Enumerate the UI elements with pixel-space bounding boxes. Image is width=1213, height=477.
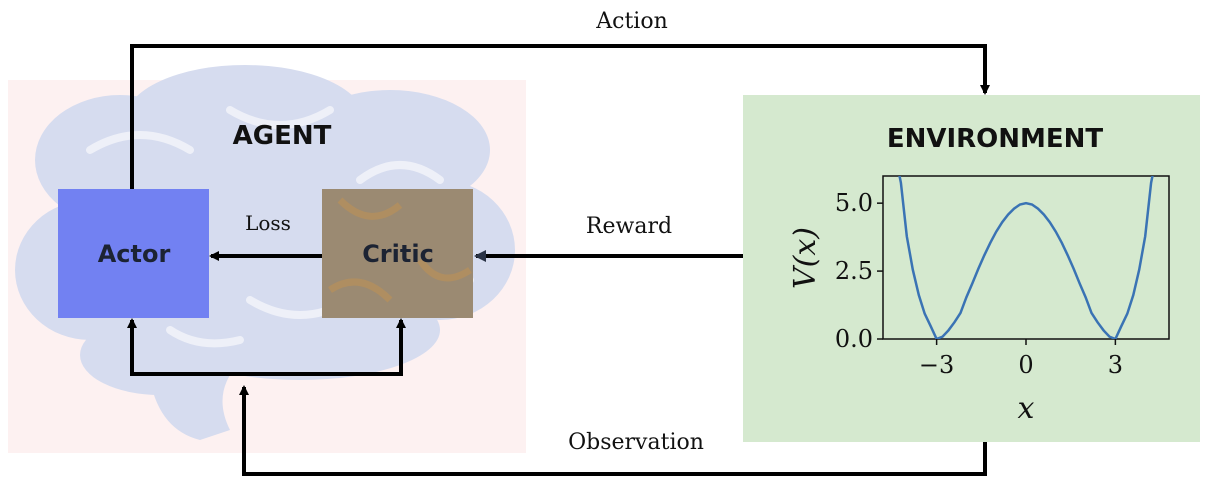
agent-title: AGENT — [233, 121, 332, 151]
reward-label: Reward — [586, 214, 672, 239]
observation-bus — [130, 322, 403, 376]
actor-box — [58, 189, 209, 318]
x-tick-label: −3 — [919, 351, 954, 379]
x-tick-label: 0 — [1018, 351, 1033, 379]
potential-plot: 0.0 2.5 5.0 −3 0 3 V(x) x — [788, 175, 1170, 426]
observation-label: Observation — [568, 430, 704, 455]
x-tick-label: 3 — [1108, 351, 1123, 379]
loss-label: Loss — [245, 211, 291, 235]
critic-brain-overlay-icon — [328, 197, 472, 303]
action-label: Action — [595, 9, 668, 34]
y-axis-label: V(x) — [788, 227, 823, 289]
y-tick-label: 5.0 — [835, 189, 873, 217]
environment-panel — [743, 95, 1200, 442]
environment-title: ENVIRONMENT — [887, 124, 1104, 154]
actor-label: Actor — [98, 240, 171, 268]
potential-curve — [898, 176, 1154, 339]
observation-arrow — [239, 385, 987, 476]
x-axis-label: x — [1018, 391, 1035, 426]
y-tick-label: 2.5 — [835, 257, 873, 285]
y-tick-label: 0.0 — [835, 325, 873, 353]
critic-label: Critic — [362, 240, 434, 268]
action-arrow — [130, 44, 990, 189]
